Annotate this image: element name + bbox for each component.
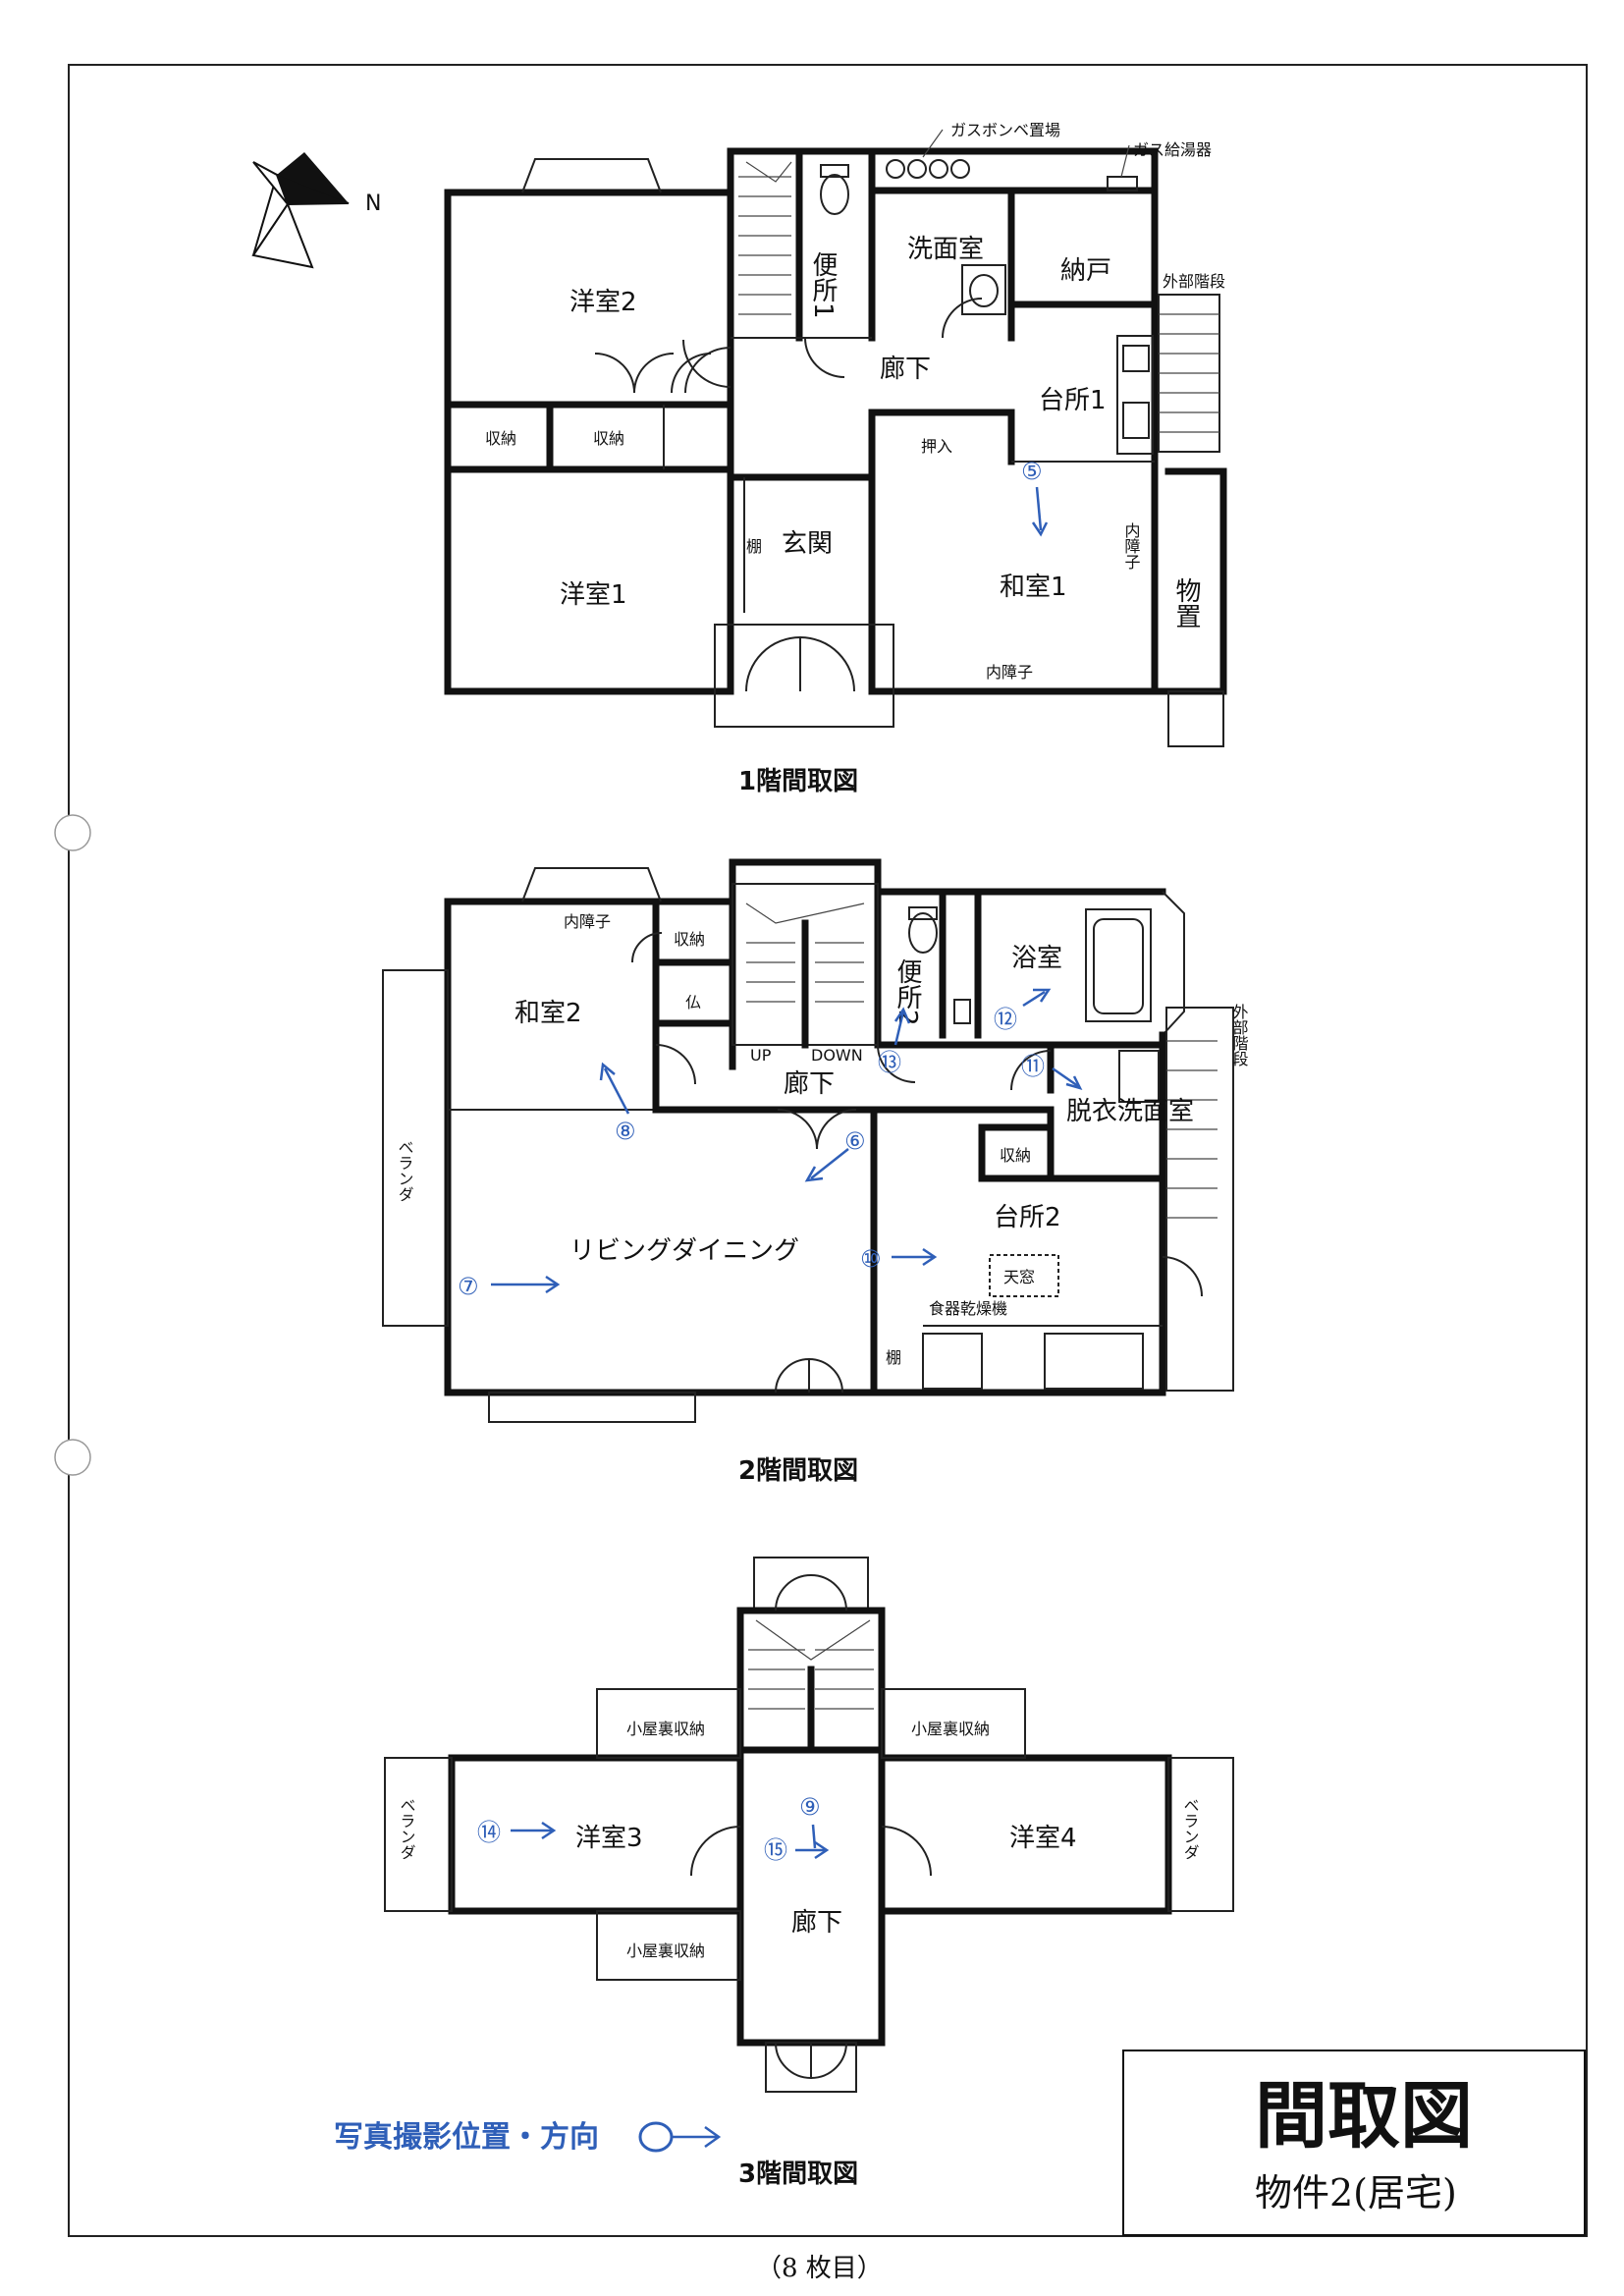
- room-koyaura-shuno: 小屋裏収納: [911, 1720, 990, 1738]
- room-datsui-senmen: 脱衣洗面室: [1066, 1097, 1194, 1126]
- room-monooki: 物置: [1171, 577, 1201, 629]
- label-tenmado: 天窓: [1003, 1268, 1035, 1286]
- sheet-title: 間取図: [1255, 2074, 1473, 2159]
- room-washitsu2: 和室2: [514, 999, 582, 1028]
- room-youshitsu3: 洋室3: [575, 1824, 643, 1853]
- room-daidokoro2: 台所2: [994, 1203, 1061, 1232]
- floor1-caption: 1階間取図: [738, 767, 858, 796]
- room-nando: 納戸: [1060, 256, 1111, 286]
- label-outer-stairs: 外部階段: [1230, 1004, 1249, 1066]
- floor3-caption: 3階間取図: [738, 2159, 858, 2189]
- room-senmenshitsu: 洗面室: [907, 235, 984, 264]
- room-shuno: 収納: [1000, 1146, 1031, 1165]
- room-shuno: 収納: [593, 429, 624, 448]
- floor2-caption: 2階間取図: [738, 1456, 858, 1486]
- room-washitsu1: 和室1: [1000, 573, 1067, 602]
- photo-marker: ⑪: [1021, 1053, 1045, 1080]
- room-rouka: 廊下: [880, 355, 931, 384]
- binder-hole: [54, 1439, 91, 1476]
- room-oshiire: 押入: [921, 437, 952, 456]
- room-benjo1: 便所1: [808, 251, 838, 319]
- room-koyaura-shuno: 小屋裏収納: [626, 1941, 705, 1960]
- photo-marker: ⑨: [799, 1793, 821, 1821]
- label-dish-dryer: 食器乾燥機: [929, 1299, 1007, 1318]
- sheet-subtitle: 物件2(居宅): [1255, 2171, 1457, 2214]
- page-number: （8 枚目）: [756, 2254, 883, 2283]
- room-rouka: 廊下: [791, 1908, 842, 1938]
- compass-icon: N: [251, 152, 381, 269]
- room-yokushitsu: 浴室: [1011, 944, 1062, 973]
- room-shuno: 収納: [674, 930, 705, 949]
- floor2-plan: 内障子 収納 仏 和室2 便所2 浴室 UP DOWN 廊下 脱衣洗面室 収納 …: [382, 858, 1249, 1486]
- sheet-border: [68, 64, 1588, 2237]
- label-uchishoji: 内障子: [1122, 522, 1141, 570]
- photo-marker: ⑬: [878, 1049, 901, 1076]
- room-veranda: ベランダ: [396, 1139, 414, 1202]
- room-butsudan: 仏: [685, 993, 701, 1011]
- photo-legend: 写真撮影位置・方向: [334, 2120, 722, 2155]
- photo-marker: ⑤: [1021, 458, 1043, 485]
- room-koyaura-shuno: 小屋裏収納: [626, 1720, 705, 1738]
- photo-marker: ⑧: [615, 1118, 636, 1145]
- room-shuno: 収納: [485, 429, 516, 448]
- room-youshitsu2: 洋室2: [569, 288, 637, 317]
- label-gas-heater: ガス給湯器: [1133, 140, 1212, 159]
- photo-marker: ⑦: [458, 1273, 479, 1300]
- photo-marker: ⑭: [477, 1819, 501, 1846]
- room-benjo2: 便所2: [893, 958, 922, 1026]
- label-outer-stairs: 外部階段: [1163, 272, 1225, 291]
- room-tana: 棚: [886, 1348, 901, 1367]
- room-living-dining: リビングダイニング: [569, 1236, 799, 1266]
- label-uchishoji: 内障子: [986, 663, 1033, 682]
- label-stair-up: UP: [750, 1046, 772, 1065]
- title-block: 間取図 物件2(居宅): [1122, 2050, 1586, 2236]
- room-rouka: 廊下: [784, 1069, 835, 1099]
- floor1-plan: 洋室2 収納 収納 洋室1 便所1 洗面室 納戸 廊下 台所1 押入 玄関 棚 …: [444, 121, 1227, 796]
- floor3-plan: 小屋裏収納 小屋裏収納 小屋裏収納 ベランダ ベランダ 洋室3 洋室4 廊下 ⑨…: [384, 1557, 1234, 2189]
- room-daidokoro1: 台所1: [1039, 386, 1107, 415]
- legend-circle-icon: [638, 2121, 674, 2153]
- photo-marker: ⑥: [844, 1127, 866, 1155]
- room-tana: 棚: [746, 537, 762, 556]
- legend-text: 写真撮影位置・方向: [334, 2120, 599, 2155]
- room-genkan: 玄関: [782, 529, 833, 559]
- label-stair-down: DOWN: [811, 1046, 863, 1065]
- photo-marker: ⑩: [860, 1245, 882, 1273]
- label-gas-cylinder: ガスボンベ置場: [950, 121, 1060, 139]
- legend-arrow-icon: [704, 2125, 722, 2149]
- label-uchishoji: 内障子: [564, 912, 611, 931]
- compass-north-label: N: [365, 191, 381, 216]
- binder-hole: [54, 814, 91, 851]
- room-veranda: ベランダ: [1181, 1797, 1200, 1860]
- room-youshitsu4: 洋室4: [1009, 1824, 1077, 1853]
- photo-marker: ⑮: [764, 1836, 787, 1864]
- room-veranda: ベランダ: [398, 1797, 416, 1860]
- room-youshitsu1: 洋室1: [560, 580, 627, 610]
- photo-marker: ⑫: [994, 1006, 1017, 1033]
